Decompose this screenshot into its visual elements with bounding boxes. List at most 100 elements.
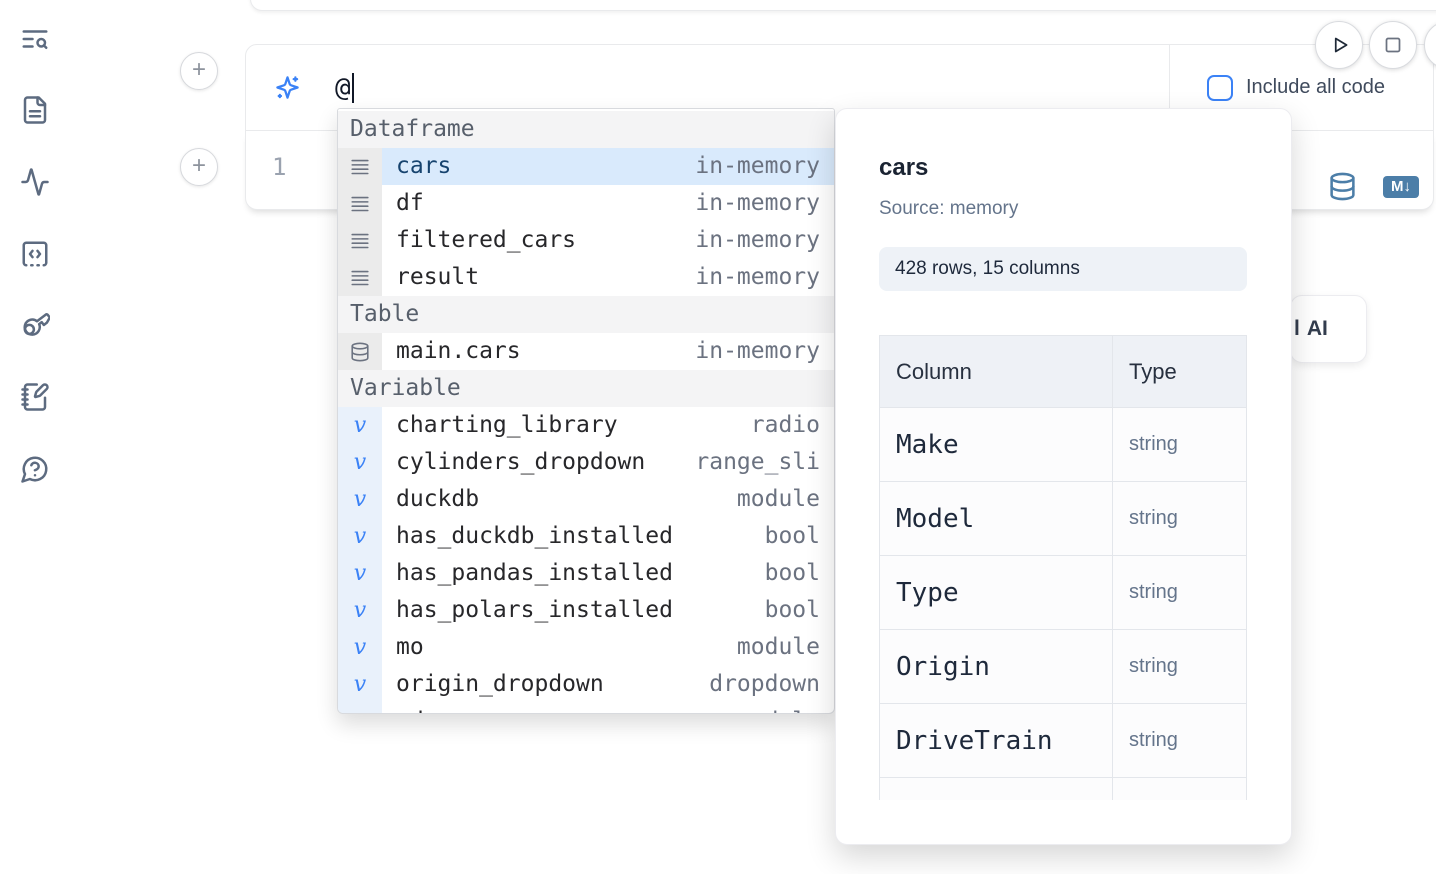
autocomplete-item-type: in-memory bbox=[695, 222, 820, 259]
autocomplete-row[interactable]: v result in-memory bbox=[338, 259, 834, 296]
text-cursor bbox=[352, 73, 354, 103]
variable-icon: v bbox=[354, 489, 366, 511]
schema-header-type: Type bbox=[1113, 336, 1246, 407]
activity-icon[interactable] bbox=[20, 167, 52, 199]
add-cell-above-button[interactable]: + bbox=[180, 52, 218, 90]
autocomplete-item-name: has_polars_installed bbox=[396, 592, 673, 629]
autocomplete-row[interactable]: v charting_library radio bbox=[338, 407, 834, 444]
autocomplete-row[interactable]: v origin_dropdown dropdown bbox=[338, 666, 834, 703]
table-database-icon bbox=[349, 341, 371, 363]
autocomplete-section-label: Variable bbox=[350, 370, 461, 407]
autocomplete-row[interactable]: v main.cars in-memory bbox=[338, 333, 834, 370]
play-icon bbox=[1326, 32, 1352, 58]
autocomplete-row[interactable]: Variable v bbox=[338, 370, 834, 407]
popup-source: Source: memory bbox=[879, 198, 1247, 220]
ai-button-clipped[interactable]: l AI bbox=[1290, 295, 1367, 363]
variable-icon: v bbox=[354, 674, 366, 696]
autocomplete-row[interactable]: Table v bbox=[338, 296, 834, 333]
schema-column-name: Model bbox=[880, 482, 1113, 555]
schema-header-column: Column bbox=[880, 336, 1113, 407]
autocomplete-item-name: charting_library bbox=[396, 407, 618, 444]
autocomplete-item-type: bool bbox=[765, 592, 820, 629]
schema-column-type: string bbox=[1113, 630, 1246, 703]
autocomplete-item-type: module bbox=[737, 703, 820, 714]
autocomplete-item-type: in-memory bbox=[695, 333, 820, 370]
key-icon[interactable] bbox=[20, 310, 52, 342]
autocomplete-row[interactable]: Dataframe v bbox=[338, 111, 834, 148]
autocomplete-section-label: Table bbox=[350, 296, 419, 333]
datasource-database-icon[interactable] bbox=[1328, 171, 1357, 202]
autocomplete-row[interactable]: v df in-memory bbox=[338, 185, 834, 222]
notebook-pen-icon[interactable] bbox=[20, 382, 52, 414]
schema-column-type: string bbox=[1113, 704, 1246, 777]
variable-icon: v bbox=[354, 452, 366, 474]
autocomplete-row[interactable]: v mo module bbox=[338, 629, 834, 666]
autocomplete-item-name: result bbox=[396, 259, 479, 296]
variable-icon: v bbox=[354, 415, 366, 437]
autocomplete-item-type: module bbox=[737, 629, 820, 666]
autocomplete-popover: Dataframe v v cars in-memory bbox=[337, 108, 835, 714]
run-cell-button[interactable] bbox=[1315, 21, 1363, 69]
autocomplete-item-type: in-memory bbox=[695, 259, 820, 296]
schema-column-name: Type bbox=[880, 556, 1113, 629]
autocomplete-item-type: in-memory bbox=[695, 148, 820, 185]
autocomplete-item-name: pd bbox=[396, 703, 424, 714]
autocomplete-row[interactable]: v pd module bbox=[338, 703, 834, 714]
popup-schema-table: Column Type Make string Model string Typ… bbox=[879, 335, 1247, 800]
markdown-badge-icon[interactable]: M↓ bbox=[1383, 176, 1419, 198]
schema-row: Model string bbox=[880, 482, 1246, 556]
autocomplete-item-type: module bbox=[737, 481, 820, 518]
schema-column-name bbox=[880, 778, 1113, 800]
help-chat-icon[interactable] bbox=[20, 454, 52, 486]
schema-column-type: string bbox=[1113, 408, 1246, 481]
schema-row: Make string bbox=[880, 408, 1246, 482]
schema-column-name: Make bbox=[880, 408, 1113, 481]
schema-row bbox=[880, 778, 1246, 800]
code-snippets-icon[interactable] bbox=[20, 239, 52, 271]
file-document-icon[interactable] bbox=[20, 95, 52, 127]
search-list-icon[interactable] bbox=[20, 24, 52, 56]
autocomplete-item-type: bool bbox=[765, 555, 820, 592]
left-sidebar bbox=[0, 0, 72, 874]
autocomplete-row[interactable]: v duckdb module bbox=[338, 481, 834, 518]
autocomplete-row[interactable]: v cylinders_dropdown range_sli bbox=[338, 444, 834, 481]
autocomplete-row[interactable]: v filtered_cars in-memory bbox=[338, 222, 834, 259]
autocomplete-item-name: origin_dropdown bbox=[396, 666, 604, 703]
schema-column-name: DriveTrain bbox=[880, 704, 1113, 777]
add-cell-below-button[interactable]: + bbox=[180, 148, 218, 186]
autocomplete-row[interactable]: v has_duckdb_installed bool bbox=[338, 518, 834, 555]
schema-header-row: Column Type bbox=[880, 336, 1246, 408]
variable-icon: v bbox=[354, 526, 366, 548]
autocomplete-item-name: df bbox=[396, 185, 424, 222]
variable-icon: v bbox=[354, 600, 366, 622]
schema-row: Type string bbox=[880, 556, 1246, 630]
dataframe-rows-icon bbox=[349, 193, 371, 215]
dataframe-rows-icon bbox=[349, 156, 371, 178]
autocomplete-item-name: filtered_cars bbox=[396, 222, 576, 259]
schema-column-type: string bbox=[1113, 482, 1246, 555]
autocomplete-item-type: range_sli bbox=[695, 444, 820, 481]
autocomplete-item-name: duckdb bbox=[396, 481, 479, 518]
autocomplete-section-label: Dataframe bbox=[350, 111, 475, 148]
include-all-code-checkbox[interactable] bbox=[1207, 75, 1233, 101]
stop-button[interactable] bbox=[1369, 21, 1417, 69]
autocomplete-item-name: cars bbox=[396, 148, 451, 185]
dataframe-rows-icon bbox=[349, 230, 371, 252]
autocomplete-item-type: radio bbox=[751, 407, 820, 444]
autocomplete-item-type: bool bbox=[765, 518, 820, 555]
autocomplete-row[interactable]: v has_pandas_installed bool bbox=[338, 555, 834, 592]
schema-column-name: Origin bbox=[880, 630, 1113, 703]
dataframe-details-popup: cars Source: memory 428 rows, 15 columns… bbox=[835, 108, 1292, 845]
include-all-code-label: Include all code bbox=[1246, 76, 1385, 99]
autocomplete-row[interactable]: v has_polars_installed bool bbox=[338, 592, 834, 629]
popup-title: cars bbox=[879, 154, 1247, 182]
ai-label: AI bbox=[1307, 317, 1328, 341]
autocomplete-item-type: dropdown bbox=[709, 666, 820, 703]
autocomplete-item-name: mo bbox=[396, 629, 424, 666]
autocomplete-row[interactable]: v cars in-memory bbox=[338, 148, 834, 185]
autocomplete-item-name: main.cars bbox=[396, 333, 521, 370]
stop-square-icon bbox=[1380, 32, 1406, 58]
variable-icon: v bbox=[354, 637, 366, 659]
sparkles-icon bbox=[274, 74, 301, 101]
dataframe-rows-icon bbox=[349, 267, 371, 289]
